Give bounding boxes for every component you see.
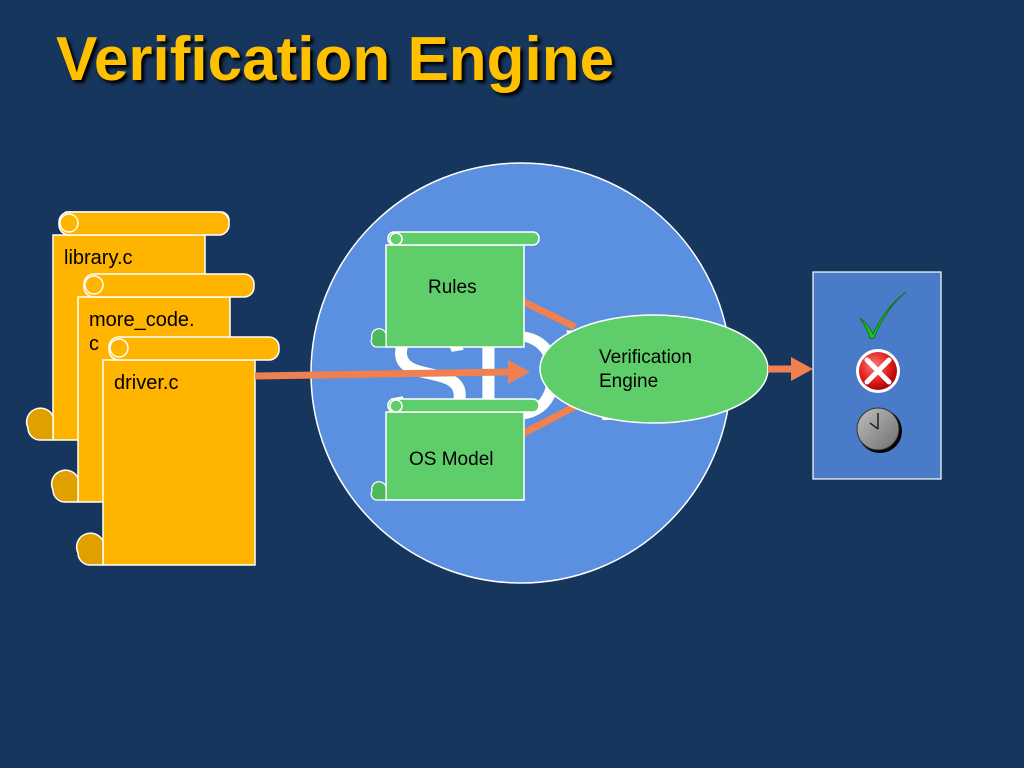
files-to-engine-arrow bbox=[254, 360, 530, 384]
osmodel-to-engine-arrow bbox=[518, 401, 580, 439]
engine-label: Verification Engine bbox=[599, 347, 692, 392]
file-label-more-code: more_code. c bbox=[89, 309, 195, 355]
os-model-scroll bbox=[370, 398, 540, 501]
engine-to-results-arrow bbox=[768, 357, 813, 381]
rules-scroll bbox=[370, 231, 540, 348]
file-scroll-driver bbox=[75, 336, 280, 566]
file-label-driver: driver.c bbox=[114, 372, 179, 394]
x-mark-icon bbox=[856, 349, 900, 393]
clock-icon bbox=[856, 407, 902, 453]
file-label-library: library.c bbox=[64, 247, 133, 269]
check-icon bbox=[859, 291, 907, 339]
slide-title: Verification Engine bbox=[56, 25, 615, 94]
os-model-label: OS Model bbox=[409, 449, 494, 470]
rules-to-engine-arrow bbox=[518, 296, 577, 331]
rules-label: Rules bbox=[428, 277, 477, 298]
